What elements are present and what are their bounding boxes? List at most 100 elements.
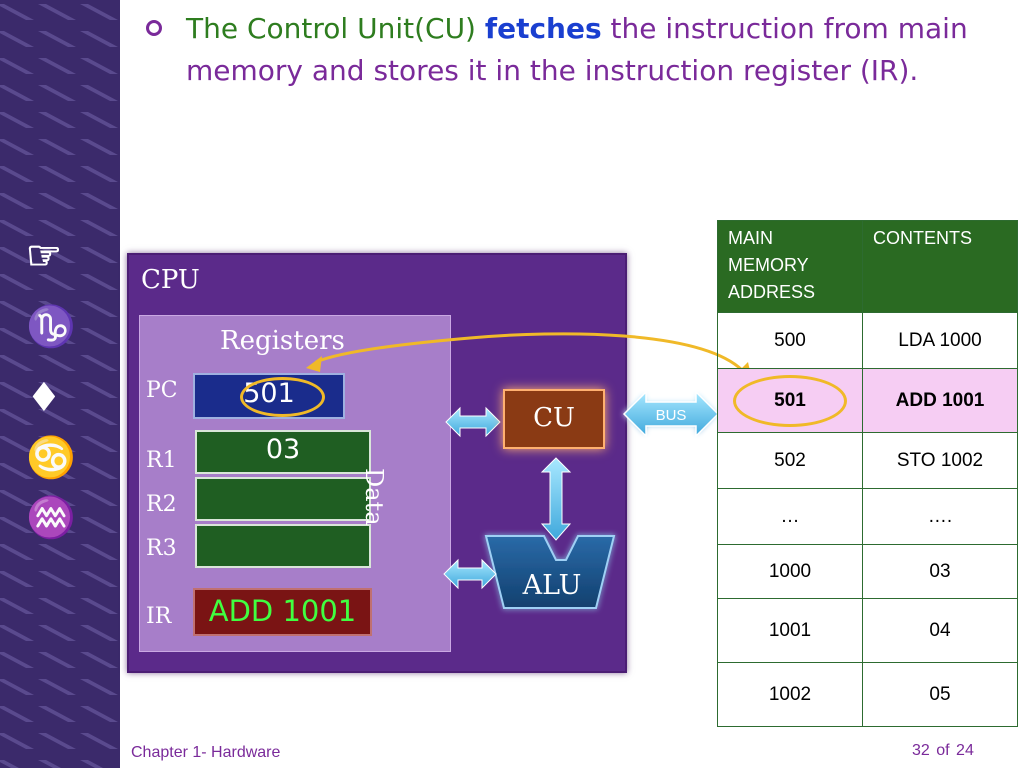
fetch-arrow bbox=[306, 332, 752, 380]
sidebar-stripe bbox=[0, 544, 34, 560]
sidebar-stripe bbox=[80, 220, 118, 236]
sidebar-stripe bbox=[38, 436, 76, 452]
sidebar-stripe bbox=[0, 274, 34, 290]
sidebar-stripe bbox=[38, 355, 76, 371]
sidebar-stripe bbox=[0, 733, 34, 749]
slide-bullet-text: The Control Unit(CU) fetches the instruc… bbox=[186, 8, 1016, 92]
sidebar-stripe bbox=[0, 4, 34, 20]
sidebar-stripe bbox=[80, 247, 118, 263]
sidebar-stripe bbox=[0, 571, 34, 587]
footer-chapter: Chapter 1- Hardware bbox=[131, 744, 281, 761]
sidebar-stripe bbox=[80, 544, 118, 560]
table-row: 1001 04 bbox=[717, 598, 1018, 663]
sidebar-stripe bbox=[80, 166, 118, 182]
sidebar-stripe bbox=[0, 652, 34, 668]
sidebar-stripe bbox=[80, 679, 118, 695]
sidebar-stripe bbox=[38, 490, 76, 506]
data-brace: } bbox=[234, 110, 311, 249]
sidebar-stripe bbox=[38, 409, 76, 425]
registers-title: Registers bbox=[220, 326, 345, 356]
contents-cell: 03 bbox=[862, 544, 1018, 599]
header-address: MAIN MEMORY ADDRESS bbox=[717, 220, 863, 313]
sidebar-symbol: ☞ bbox=[26, 232, 62, 279]
sidebar-stripe bbox=[38, 733, 76, 749]
address-cell: 1002 bbox=[717, 662, 863, 727]
sidebar-stripe bbox=[80, 571, 118, 587]
contents-cell: …. bbox=[862, 488, 1018, 545]
sidebar-stripe bbox=[0, 193, 34, 209]
contents-cell: STO 1002 bbox=[862, 432, 1018, 489]
sidebar-stripe bbox=[38, 112, 76, 128]
bullet-text-end: the instruction from main memory and sto… bbox=[186, 12, 968, 87]
sidebar-stripe bbox=[80, 463, 118, 479]
footer-page-number: 32 of 24 bbox=[912, 742, 974, 760]
sidebar-stripe bbox=[0, 301, 34, 317]
r3-register bbox=[195, 524, 371, 568]
sidebar-symbol: ♦ bbox=[26, 374, 62, 421]
data-label: Data bbox=[360, 468, 388, 526]
r1-register: 03 bbox=[195, 430, 371, 474]
sidebar-stripe bbox=[38, 31, 76, 47]
sidebar-stripe bbox=[0, 247, 34, 263]
sidebar-stripe bbox=[80, 706, 118, 722]
address-cell: 1000 bbox=[717, 544, 863, 599]
sidebar-stripe bbox=[38, 598, 76, 614]
sidebar-stripe bbox=[38, 193, 76, 209]
sidebar-pattern bbox=[0, 4, 118, 768]
table-row: 500 LDA 1000 bbox=[717, 312, 1018, 369]
sidebar-stripe bbox=[80, 4, 118, 20]
address-cell: … bbox=[717, 488, 863, 545]
sidebar-symbol: ♒ bbox=[26, 494, 76, 541]
sidebar-stripe bbox=[0, 436, 34, 452]
sidebar-stripe bbox=[38, 571, 76, 587]
r1-value: 03 bbox=[265, 434, 301, 465]
pc-label: PC bbox=[146, 378, 178, 403]
bullet-icon bbox=[146, 20, 162, 36]
sidebar-stripe bbox=[80, 193, 118, 209]
table-row: 1002 05 bbox=[717, 662, 1018, 727]
sidebar-stripe bbox=[80, 598, 118, 614]
bullet-text-start: The Control Unit(CU) bbox=[186, 12, 485, 45]
table-row: … …. bbox=[717, 488, 1018, 545]
sidebar-stripe bbox=[80, 652, 118, 668]
sidebar-stripe bbox=[38, 679, 76, 695]
sidebar-stripe bbox=[80, 733, 118, 749]
sidebar-stripe bbox=[38, 220, 76, 236]
table-row: 1000 03 bbox=[717, 544, 1018, 599]
sidebar-stripe bbox=[38, 544, 76, 560]
sidebar-stripe bbox=[0, 517, 34, 533]
sidebar-stripe bbox=[0, 112, 34, 128]
r2-register bbox=[195, 477, 371, 521]
sidebar-stripe bbox=[38, 85, 76, 101]
sidebar-stripe bbox=[0, 490, 34, 506]
sidebar-stripe bbox=[80, 328, 118, 344]
ir-register: ADD 1001 bbox=[193, 588, 372, 636]
r1-label: R1 bbox=[146, 448, 177, 473]
sidebar-stripe bbox=[0, 625, 34, 641]
sidebar-stripe bbox=[80, 58, 118, 74]
sidebar-stripe bbox=[80, 382, 118, 398]
sidebar-stripe bbox=[80, 274, 118, 290]
cpu-label: CPU bbox=[141, 265, 200, 295]
address-highlight-oval bbox=[733, 375, 847, 427]
bullet-keyword: fetches bbox=[484, 12, 602, 45]
sidebar-stripe bbox=[0, 760, 19, 768]
ir-label: IR bbox=[146, 604, 172, 629]
memory-table: MAIN MEMORY ADDRESS CONTENTS 500 LDA 100… bbox=[717, 220, 1018, 727]
sidebar-stripe bbox=[80, 760, 103, 768]
registers-alu-arrow bbox=[443, 558, 497, 590]
r3-label: R3 bbox=[146, 536, 177, 561]
sidebar-stripe bbox=[38, 301, 76, 317]
sidebar-stripe bbox=[38, 58, 76, 74]
page-of: of bbox=[936, 742, 950, 759]
address-cell: 500 bbox=[717, 312, 863, 369]
sidebar-stripe bbox=[80, 625, 118, 641]
sidebar-stripe bbox=[0, 31, 34, 47]
sidebar-stripe bbox=[0, 166, 34, 182]
sidebar-stripe bbox=[38, 328, 76, 344]
contents-cell: 05 bbox=[862, 662, 1018, 727]
sidebar-stripe bbox=[0, 139, 34, 155]
sidebar-stripe bbox=[80, 112, 118, 128]
page-total: 24 bbox=[956, 742, 974, 759]
